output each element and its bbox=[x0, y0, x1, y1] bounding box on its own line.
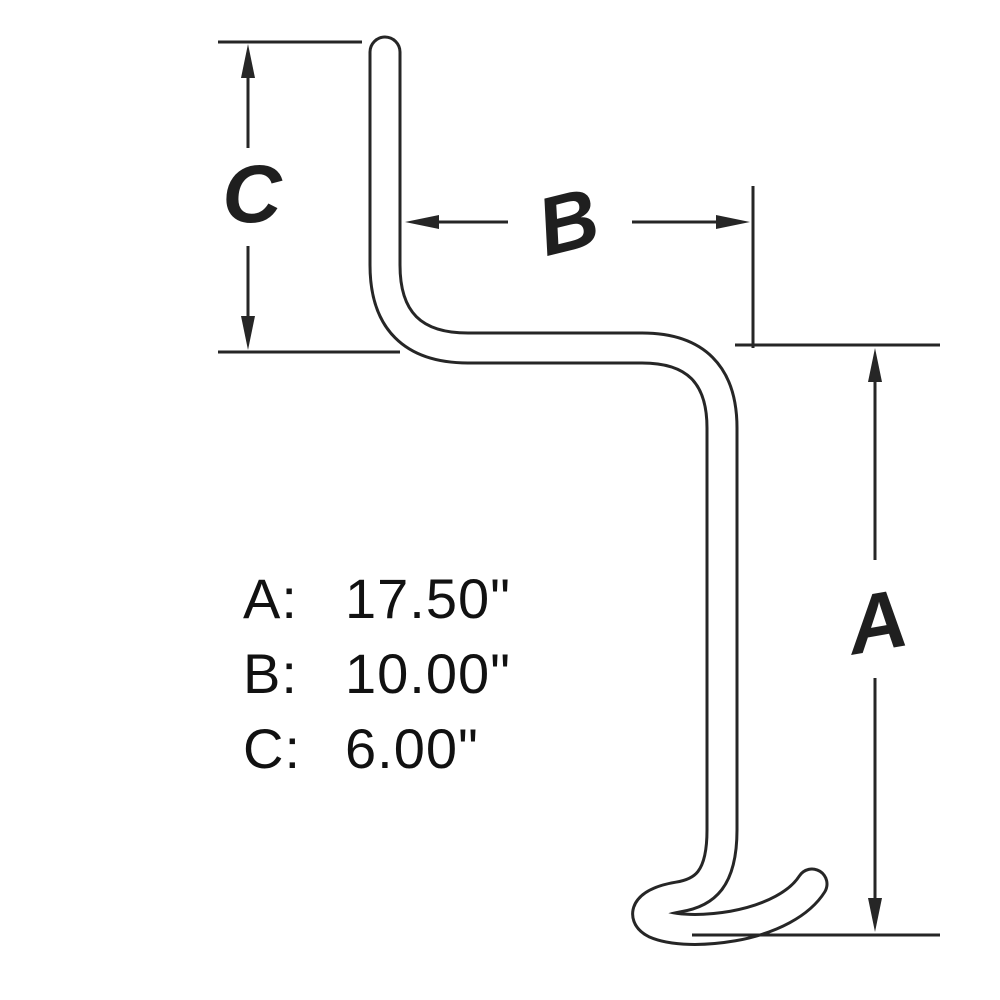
dim-c-arrowhead-up bbox=[241, 44, 255, 78]
dimension-b bbox=[405, 186, 755, 348]
dim-a-arrowhead-up bbox=[868, 348, 882, 382]
dim-a-label: A bbox=[838, 573, 914, 673]
dim-b-label: B bbox=[528, 171, 607, 274]
dimension-a-value: 17.50" bbox=[345, 567, 512, 630]
dimension-b-value: 10.00" bbox=[345, 642, 512, 705]
dimension-table: A: 17.50" B: 10.00" C: 6.00" bbox=[243, 566, 511, 791]
dimension-c-key: C: bbox=[243, 717, 301, 780]
dim-a-arrowhead-down bbox=[868, 898, 882, 932]
dimension-a bbox=[692, 343, 940, 937]
tube-outer-outline bbox=[368, 35, 829, 946]
tube-body bbox=[368, 35, 829, 946]
dimension-a-key: A: bbox=[243, 567, 298, 630]
dim-c-arrowhead-down bbox=[241, 316, 255, 350]
dimension-b-key: B: bbox=[243, 642, 298, 705]
dim-c-label: C bbox=[222, 149, 283, 240]
dimension-row-a: A: 17.50" bbox=[243, 566, 511, 641]
dim-b-arrowhead-left bbox=[405, 215, 439, 229]
dimension-row-c: C: 6.00" bbox=[243, 716, 511, 791]
dim-b-arrowhead-right bbox=[716, 215, 750, 229]
dimension-row-b: B: 10.00" bbox=[243, 641, 511, 716]
dimension-c bbox=[218, 40, 400, 354]
dimension-c-value: 6.00" bbox=[345, 717, 479, 780]
tube-inner-fill bbox=[371, 38, 826, 943]
